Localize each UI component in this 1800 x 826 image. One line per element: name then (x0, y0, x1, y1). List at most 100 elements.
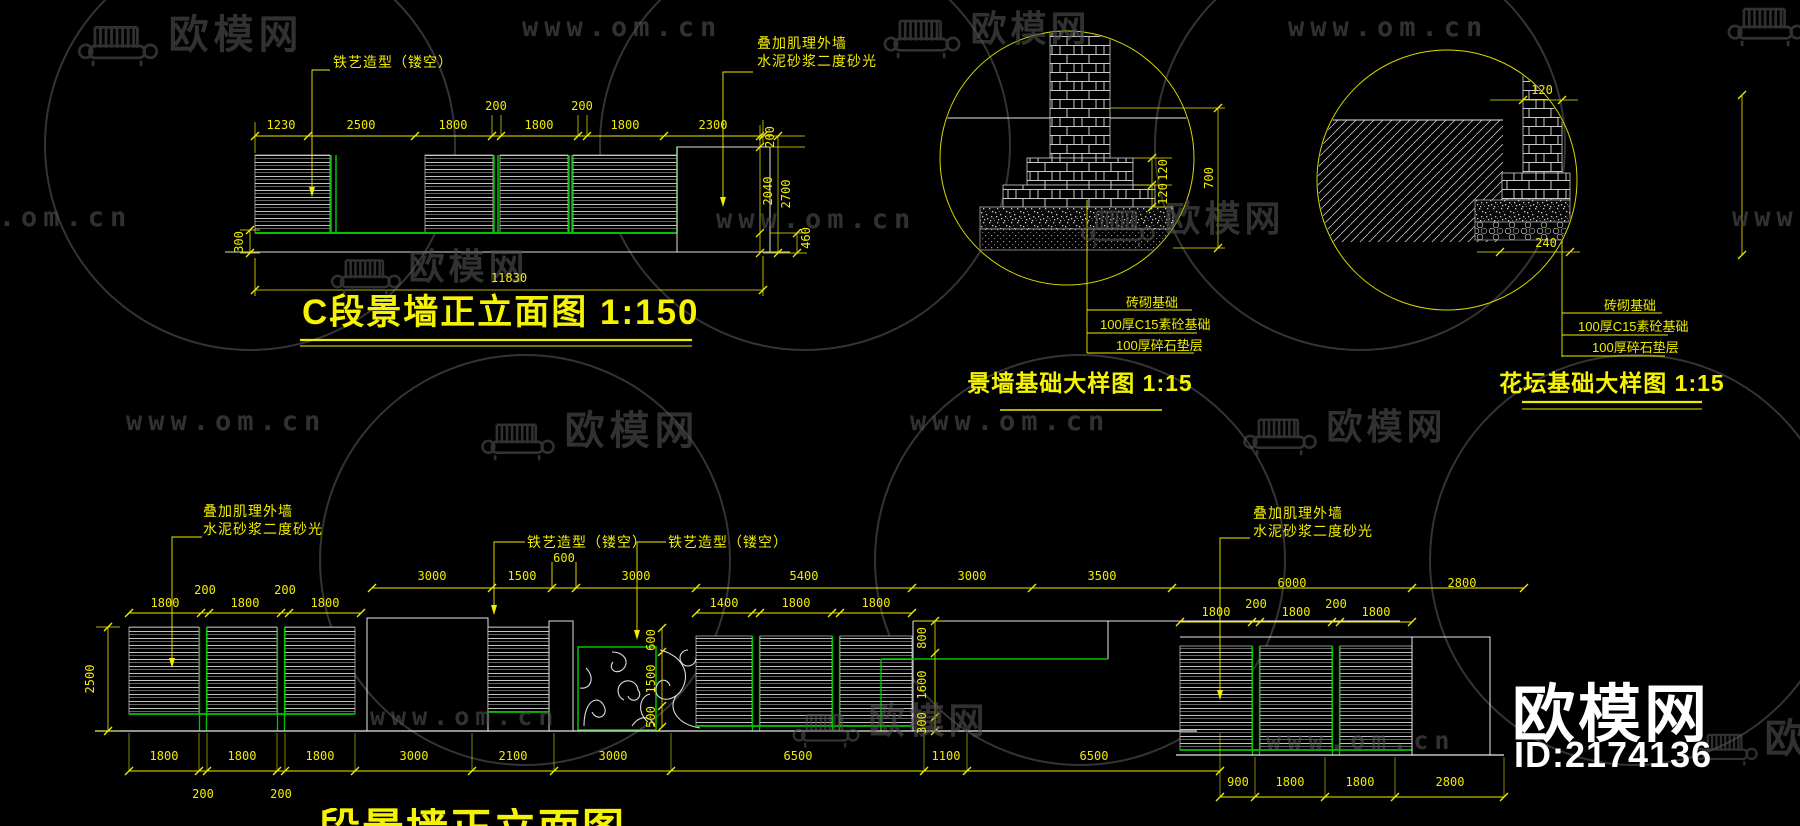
sofa-icon (1238, 413, 1322, 457)
leader-label-iron: 铁艺造型（镂空） (668, 534, 788, 550)
dim-label: 5400 (789, 569, 819, 583)
dim-label: 200 (485, 99, 507, 113)
dim-label: 1800 (1201, 605, 1231, 619)
dim-label: 1800 (310, 596, 340, 610)
dim-label: 240 (1535, 236, 1557, 250)
watermark-brand: 欧模网 (1076, 190, 1284, 249)
dim-label: 200 (194, 583, 216, 597)
dim-label: 6500 (1079, 749, 1109, 763)
watermark-url: www.om.cn (126, 406, 327, 437)
watermark-brand: 欧模网 (878, 0, 1090, 60)
dim-label: 1800 (1361, 605, 1391, 619)
leader-label-wall: 水泥砂浆二度砂光 (1253, 523, 1373, 539)
dim-label: 700 (1202, 167, 1216, 189)
dim-label: 1800 (438, 118, 468, 132)
watermark-brand: 欧模网 (72, 2, 303, 68)
watermark-url: www.om.cn (910, 406, 1111, 437)
dim-label: 1800 (230, 596, 260, 610)
iron-scrollwork (579, 649, 701, 729)
dim-label: 200 (571, 99, 593, 113)
sofa-icon (878, 14, 966, 60)
drawing-title: C段景墙正立面图 1:150 (302, 293, 700, 332)
dim-label: 2800 (1447, 576, 1477, 590)
dim-label: 120 (1531, 83, 1553, 97)
watermark-brand-partial (1722, 2, 1800, 48)
dim-label: 1800 (1281, 605, 1311, 619)
dim-label: 600 (553, 551, 575, 565)
dim-label: 600 (644, 629, 658, 651)
dim-label: 1800 (305, 749, 335, 763)
watermark-url: www.om.cn (1266, 726, 1456, 755)
dim-label: 1800 (149, 749, 179, 763)
leader-label-wall: 水泥砂浆二度砂光 (757, 53, 877, 69)
dim-label: 2500 (83, 664, 97, 694)
dim-label: 6000 (1277, 576, 1307, 590)
dim-label: 500 (644, 706, 658, 728)
dim-label: 1500 (507, 569, 537, 583)
material-label: 100厚碎石垫层 (1116, 338, 1203, 353)
leader-label-wall: 叠加肌理外墙 (1253, 505, 1343, 521)
dim-label: 120 (1156, 159, 1170, 181)
dim-label: 200 (192, 787, 214, 801)
dim-label: 200 (763, 126, 777, 148)
watermark-brand: 欧模网 (788, 692, 988, 749)
watermark-url-partial: www.om.cn (1732, 202, 1800, 233)
site-logo: 欧模网 (1512, 680, 1710, 750)
dim-label: 1800 (150, 596, 180, 610)
sofa-icon (72, 20, 164, 68)
dim-label: 1600 (915, 670, 929, 700)
leader-label-wall: 叠加肌理外墙 (203, 503, 293, 519)
drawing-title: 景墙基础大样图 1:15 (967, 370, 1193, 396)
detail-planter-foundation-linework (1316, 49, 1747, 410)
dim-label: 3500 (1087, 569, 1117, 583)
dim-label: 1100 (931, 749, 961, 763)
dim-label: 1800 (610, 118, 640, 132)
watermark-brand-partial: 欧模网 (1692, 706, 1800, 767)
dim-label: 200 (274, 583, 296, 597)
sofa-icon (328, 254, 404, 296)
watermark-brand: 欧模网 (1238, 398, 1446, 457)
material-label: 100厚C15素砼基础 (1100, 317, 1211, 332)
dim-label: 1400 (709, 596, 739, 610)
leader-label-iron: 铁艺造型（镂空） (333, 54, 453, 70)
dim-label: 1800 (861, 596, 891, 610)
material-label: 砖砌基础 (1604, 298, 1657, 313)
watermark-circles (44, 0, 1800, 766)
leader-label-iron: 铁艺造型（镂空） (527, 534, 647, 550)
dim-label: 460 (799, 227, 813, 249)
dim-label: 1800 (781, 596, 811, 610)
drawing-title: 花坛基础大样图 1:15 (1499, 370, 1725, 396)
dim-label: 2800 (1435, 775, 1465, 789)
dim-label-total: 11830 (490, 271, 528, 285)
dim-label: 3000 (957, 569, 987, 583)
material-label: 砖砌基础 (1126, 295, 1179, 310)
dim-label: 2500 (346, 118, 376, 132)
sofa-icon (788, 709, 864, 749)
dim-label: 800 (915, 627, 929, 649)
dim-label: 900 (1227, 775, 1249, 789)
dim-label: 1800 (1345, 775, 1375, 789)
leader-label-wall: 叠加肌理外墙 (757, 35, 847, 51)
dim-label: 2100 (498, 749, 528, 763)
elevation-c-linework (225, 69, 807, 347)
dim-label: 2700 (779, 179, 793, 209)
watermark-url: www.om.cn (1288, 12, 1489, 43)
material-label: 100厚碎石垫层 (1592, 340, 1679, 355)
cropped-drawing-title: 段景墙正立面图 (318, 808, 738, 826)
dim-label: 200 (270, 787, 292, 801)
watermark-brand: 欧模网 (476, 398, 699, 462)
watermark-url: www.om.cn (716, 204, 917, 235)
dim-label: 1800 (227, 749, 257, 763)
dim-label: 1800 (1275, 775, 1305, 789)
watermark-url: www.om.cn (522, 12, 723, 43)
dim-label: 1230 (266, 118, 296, 132)
dim-label: 3000 (417, 569, 447, 583)
dim-label: 2300 (698, 118, 728, 132)
sofa-icon (1076, 205, 1160, 249)
dim-label: 6500 (783, 749, 813, 763)
dim-label: 120 (1156, 183, 1170, 205)
dim-label: 2040 (761, 176, 775, 206)
leader-label-wall: 水泥砂浆二度砂光 (203, 521, 323, 537)
